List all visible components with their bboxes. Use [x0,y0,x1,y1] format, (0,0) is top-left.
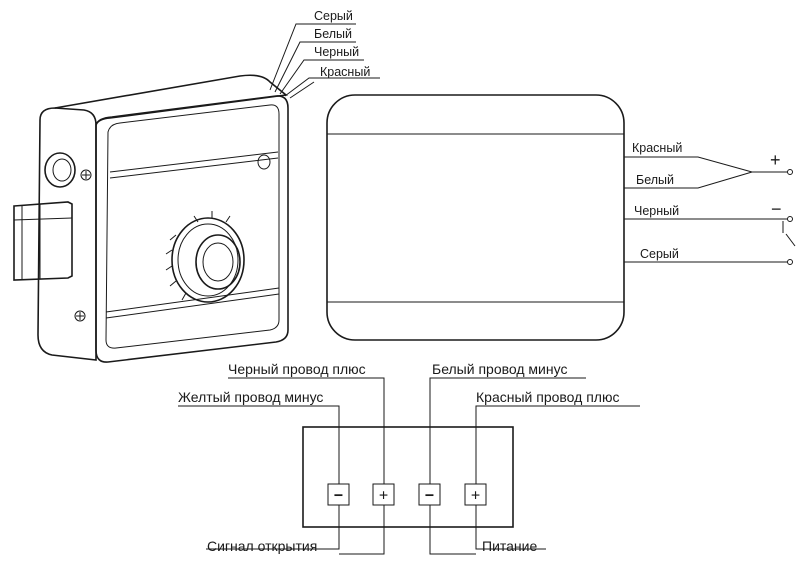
terminal-block [178,377,640,555]
open-signal-label: Сигнал открытия [207,538,317,554]
black-wire-plus-label: Черный провод плюс [228,361,366,377]
white-wire-minus-label: Белый провод минус [432,361,567,377]
unit-wire-red-label: Красный [632,141,682,155]
unit-wire-gray-label: Серый [640,247,679,261]
lock-illustration [13,23,380,363]
unit-wire-black-label: Черный [634,204,679,218]
terminal-3-symbol: − [425,488,434,505]
lock-wire-bundle [269,23,380,99]
control-unit [326,94,625,341]
power-label: Питание [482,538,537,554]
minus-terminal-dot [787,216,793,222]
red-wire-plus-label: Красный провод плюс [476,389,619,405]
switch-terminal-dot [787,259,793,265]
terminal-1-symbol: − [334,488,343,505]
switch-contact [785,233,796,247]
minus-symbol: − [771,199,782,219]
plus-symbol: + [770,150,781,170]
lock-wire-gray-label: Серый [314,9,353,23]
plus-terminal-dot [787,169,793,175]
terminal-2-symbol: + [379,488,388,505]
lock-wire-red-label: Красный [320,65,370,79]
lock-wire-white-label: Белый [314,27,352,41]
lock-knob [165,211,245,303]
yellow-wire-minus-label: Желтый провод минус [178,389,323,405]
lock-wire-black-label: Черный [314,45,359,59]
control-unit-wires [624,156,796,265]
terminal-4-symbol: + [471,488,480,505]
unit-wire-white-label: Белый [636,173,674,187]
